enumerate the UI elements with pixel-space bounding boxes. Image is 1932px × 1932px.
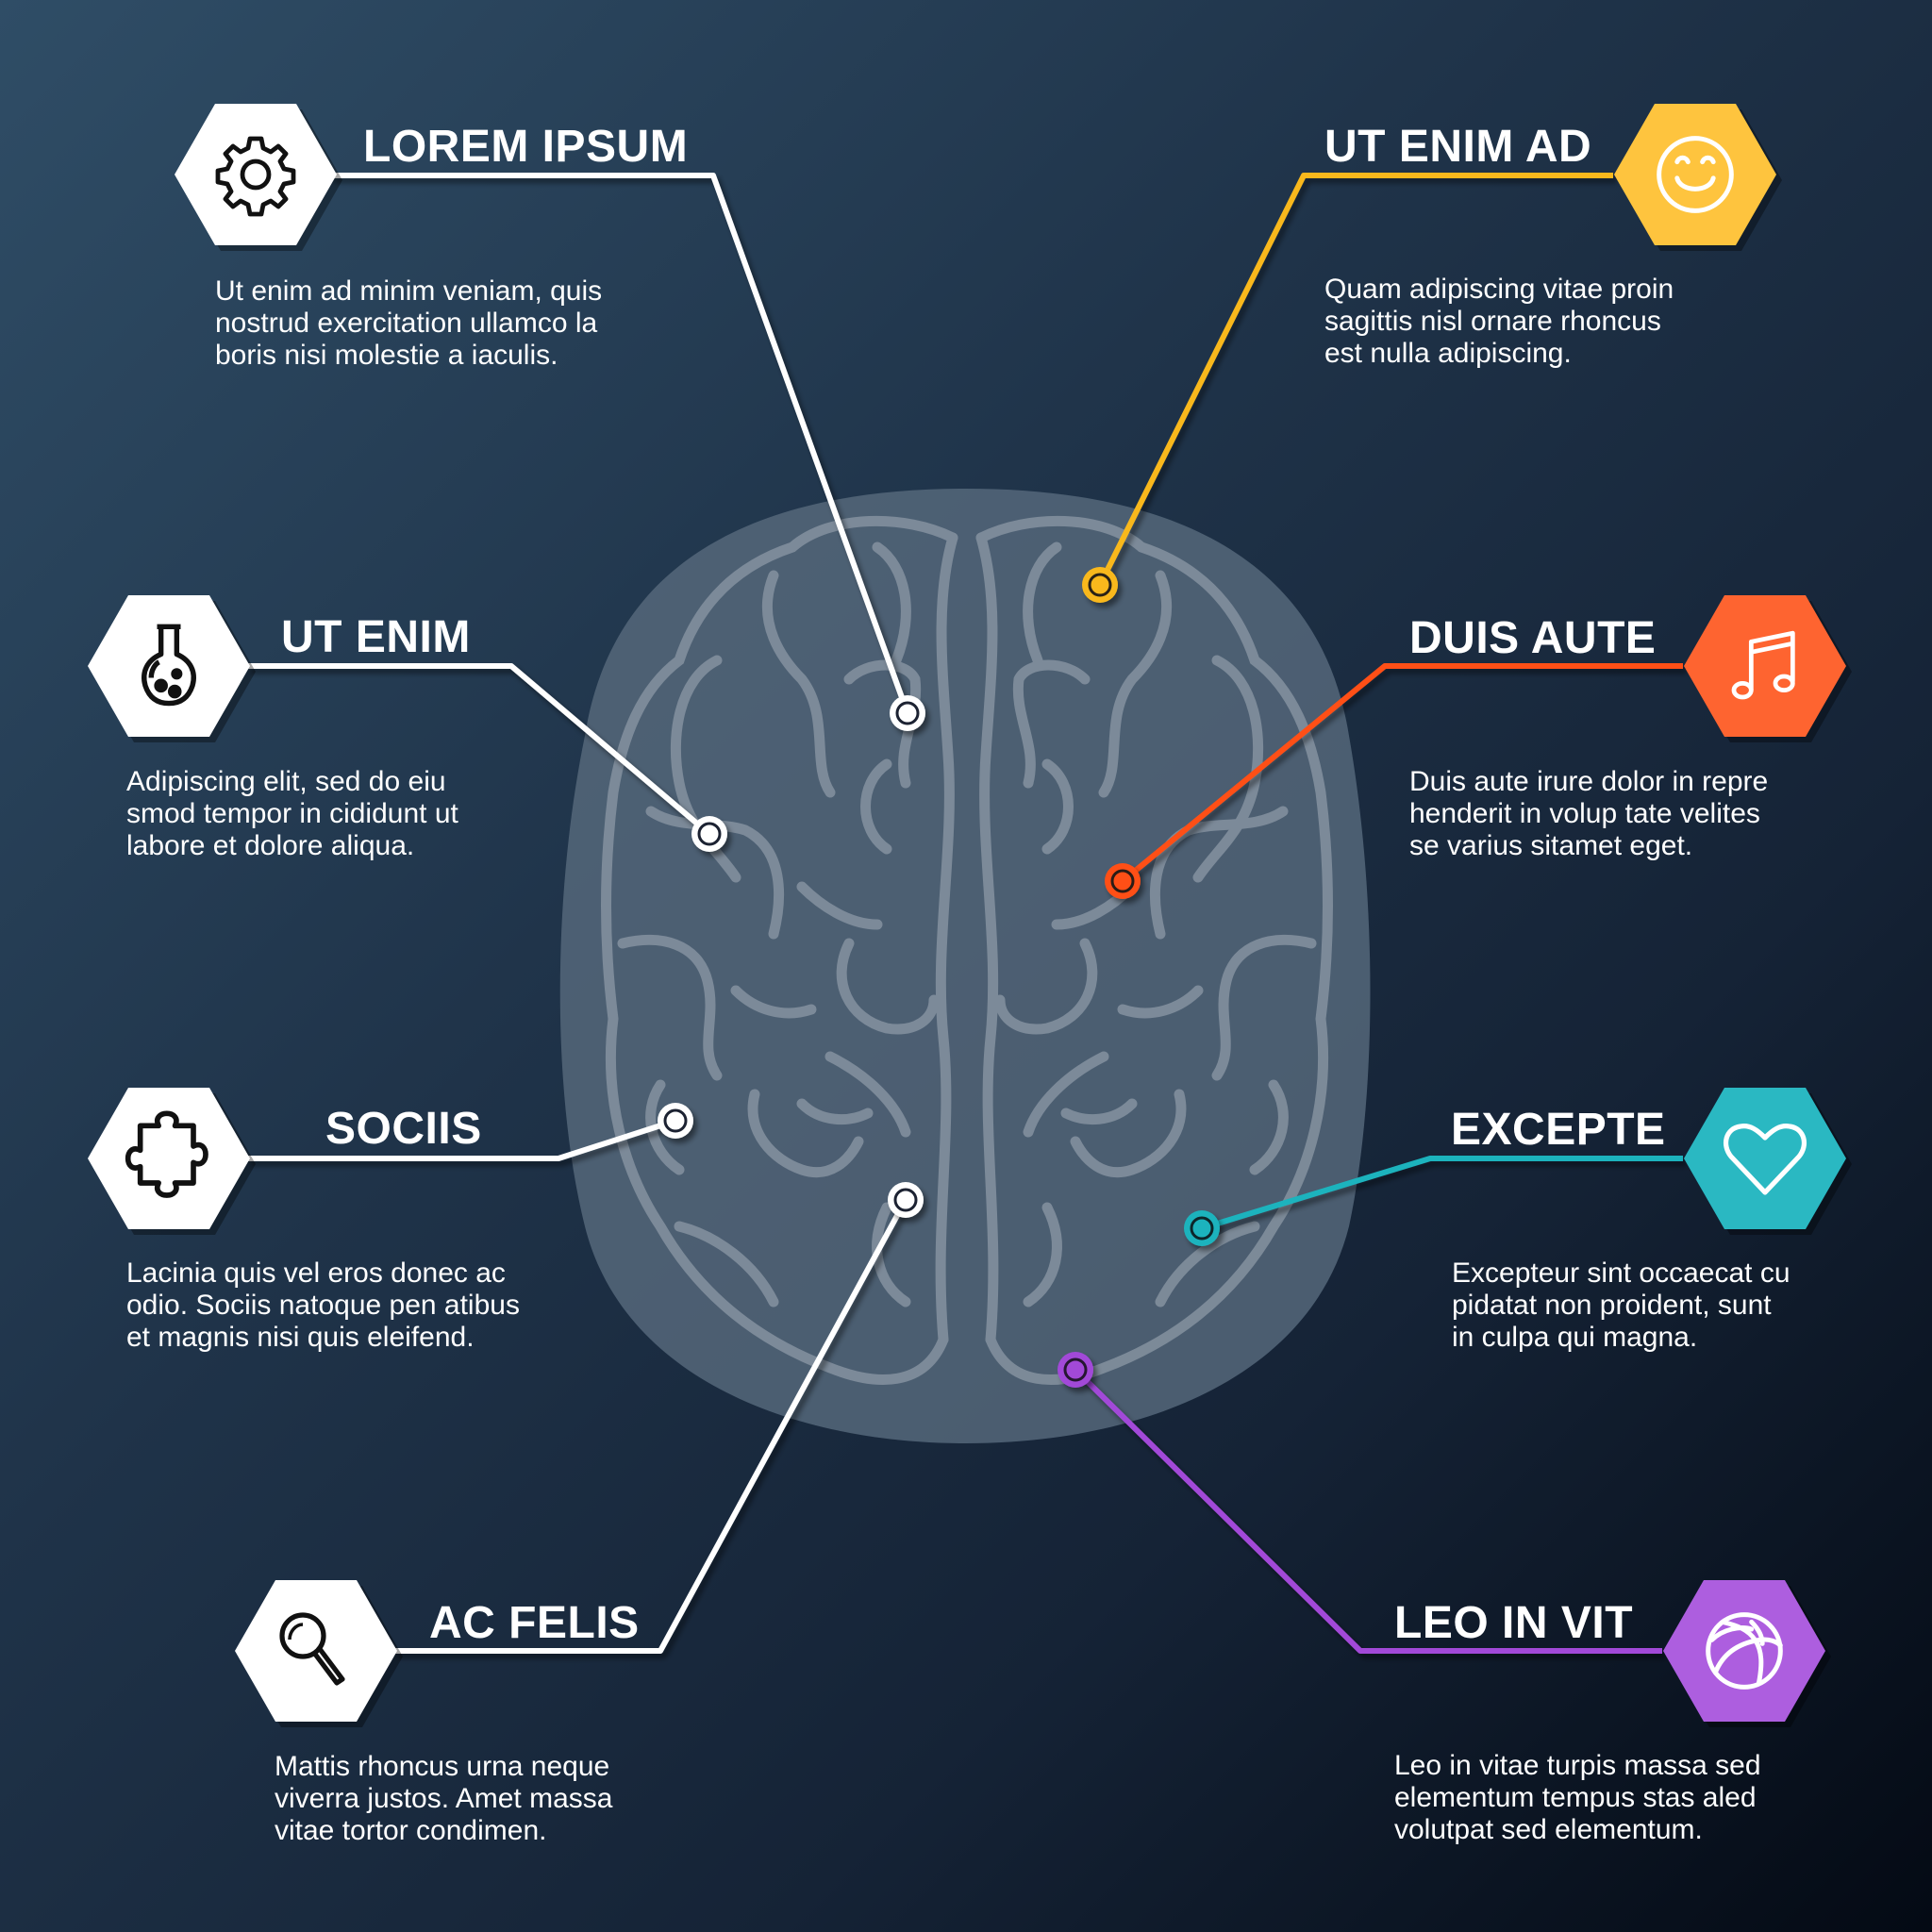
gear-icon [215,136,296,217]
item-title: AC FELIS [429,1598,640,1648]
item-title: EXCEPTE [1451,1105,1666,1155]
connector-ut-enim [247,663,711,837]
item-description: Duis aute irure dolor in repre henderit … [1409,766,1769,861]
item-title: UT ENIM AD [1324,122,1592,172]
heart-icon [1723,1124,1807,1195]
brain-silhouette [559,489,1371,1443]
item-description: Excepteur sint occaecat cu pidatat non p… [1452,1257,1790,1353]
music-note-icon [1731,630,1795,700]
item-title: LOREM IPSUM [363,122,689,172]
item-title: LEO IN VIT [1394,1598,1634,1648]
connector-leo-in-vit [1073,1367,1662,1654]
item-title: SOCIIS [325,1104,482,1154]
node-dot-ac-felis[interactable] [888,1182,924,1218]
item-description: Quam adipiscing vitae proin sagittis nis… [1324,274,1674,369]
node-dot-ut-enim[interactable] [691,816,727,852]
item-description: Ut enim ad minim veniam, quis nostrud ex… [215,275,603,371]
node-dot-ut-enim-ad[interactable] [1082,567,1118,603]
item-title: UT ENIM [281,612,471,662]
item-description: Lacinia quis vel eros donec ac odio. Soc… [126,1257,520,1353]
magnifier-icon [279,1612,345,1686]
node-dot-leo-in-vit[interactable] [1058,1352,1093,1388]
item-description: Adipiscing elit, sed do eiu smod tempor … [126,766,458,861]
node-dot-sociis[interactable] [658,1103,693,1139]
puzzle-icon [125,1110,208,1198]
item-description: Mattis rhoncus urna neque viverra justos… [275,1751,613,1846]
brain-gyri [601,515,1333,1385]
connector-ac-felis [394,1198,908,1654]
connector-duis-aute [1121,663,1683,884]
smiley-icon [1657,136,1734,213]
basketball-icon [1706,1612,1783,1690]
connector-ut-enim-ad [1097,173,1613,587]
node-dot-duis-aute[interactable] [1105,863,1141,899]
item-title: DUIS AUTE [1409,613,1657,663]
connector-sociis [247,1118,676,1161]
node-dot-excepte[interactable] [1184,1210,1220,1246]
flask-icon [142,624,196,707]
node-dot-lorem-ipsum[interactable] [890,695,925,731]
connector-excepte [1201,1156,1683,1231]
connector-lorem-ipsum [330,173,910,715]
item-description: Leo in vitae turpis massa sed elementum … [1394,1750,1761,1845]
